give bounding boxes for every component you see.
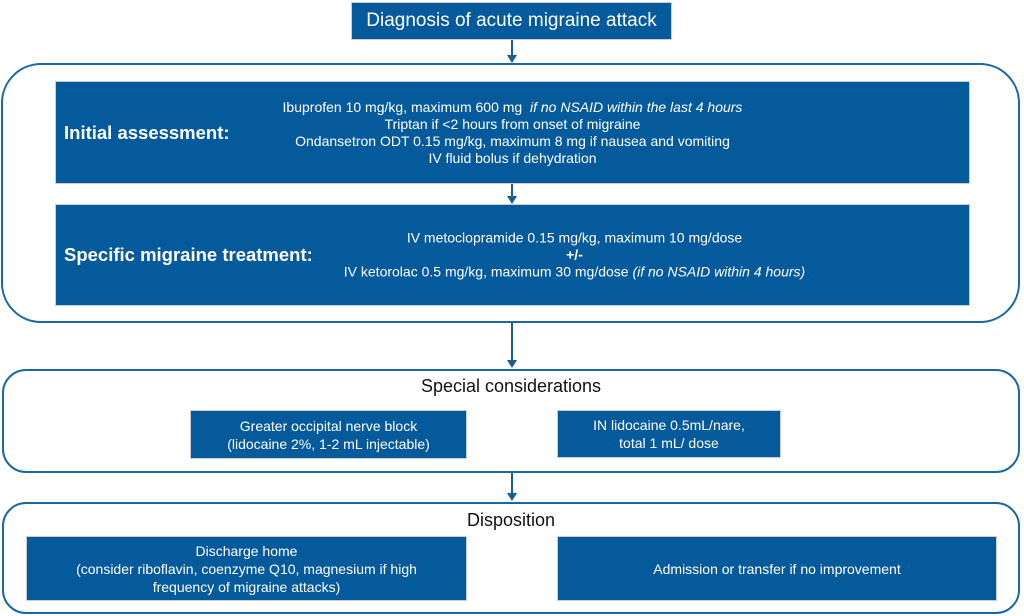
initial-line-triptan: Triptan if <2 hours from onset of migrai… <box>384 115 641 132</box>
disposition-title: Disposition <box>466 510 556 530</box>
nerve-block-line2: (lidocaine 2%, 1-2 mL injectable) <box>227 435 430 452</box>
specific-treatment-box: Specific migraine treatment: IV metoclop… <box>55 204 970 306</box>
arrow-line <box>511 40 513 56</box>
admission-box: Admission or transfer if no improvement <box>557 536 997 601</box>
initial-assessment-label: Initial assessment: <box>64 121 230 143</box>
ketorolac-line: IV ketorolac 0.5 mg/kg, maximum 30 mg/do… <box>178 264 971 281</box>
discharge-home-box: Discharge home (consider riboflavin, coe… <box>26 536 467 601</box>
intranasal-lidocaine-line2: total 1 mL/ dose <box>619 435 719 451</box>
nerve-block-line1: Greater occipital nerve block <box>239 417 418 434</box>
ibuprofen-text: Ibuprofen 10 mg/kg, maximum 600 mg <box>282 98 523 115</box>
arrow-line <box>511 323 513 361</box>
initial-line-ibuprofen: Ibuprofen 10 mg/kg, maximum 600 mg if no… <box>56 99 969 116</box>
ketorolac-note: (if no NSAID within 4 hours) <box>632 263 806 280</box>
initial-line-fluid: IV fluid bolus if dehydration <box>428 149 597 166</box>
special-considerations-container: Special considerations <box>2 369 1020 473</box>
discharge-line2: (consider riboflavin, coenzyme Q10, magn… <box>76 560 417 577</box>
initial-assessment-list: Ibuprofen 10 mg/kg, maximum 600 mg if no… <box>56 99 969 167</box>
intranasal-lidocaine-box: IN lidocaine 0.5mL/nare, total 1 mL/ dos… <box>557 410 781 458</box>
discharge-line1: Discharge home <box>195 542 298 559</box>
initial-assessment-box: Initial assessment: Ibuprofen 10 mg/kg, … <box>55 81 970 184</box>
ibuprofen-note: if no NSAID within the last 4 hours <box>530 98 743 115</box>
diagnosis-box: Diagnosis of acute migraine attack <box>351 2 672 40</box>
initial-line-ondansetron: Ondansetron ODT 0.15 mg/kg, maximum 8 mg… <box>295 132 730 149</box>
diagnosis-title: Diagnosis of acute migraine attack <box>366 10 657 31</box>
specific-treatment-list: IV metoclopramide 0.15 mg/kg, maximum 10… <box>178 230 971 281</box>
arrow-line <box>511 184 513 197</box>
arrow-head-icon <box>507 493 517 501</box>
specific-treatment-label: Specific migraine treatment: <box>64 244 313 265</box>
arrow-head-icon <box>507 360 517 368</box>
special-considerations-title: Special considerations <box>420 376 602 396</box>
nerve-block-box: Greater occipital nerve block (lidocaine… <box>190 410 467 459</box>
ketorolac-text: IV ketorolac 0.5 mg/kg, maximum 30 mg/do… <box>343 263 629 280</box>
connector-plus-minus: +/- <box>566 246 583 263</box>
intranasal-lidocaine-line1: IN lidocaine 0.5mL/nare, <box>593 417 745 433</box>
arrow-head-icon <box>507 196 517 204</box>
admission-text: Admission or transfer if no improvement <box>653 560 901 577</box>
arrow-head-icon <box>507 55 517 63</box>
discharge-line3: frequency of migraine attacks) <box>152 578 341 595</box>
arrow-line <box>511 473 513 494</box>
metoclopramide-line: IV metoclopramide 0.15 mg/kg, maximum 10… <box>406 229 743 246</box>
